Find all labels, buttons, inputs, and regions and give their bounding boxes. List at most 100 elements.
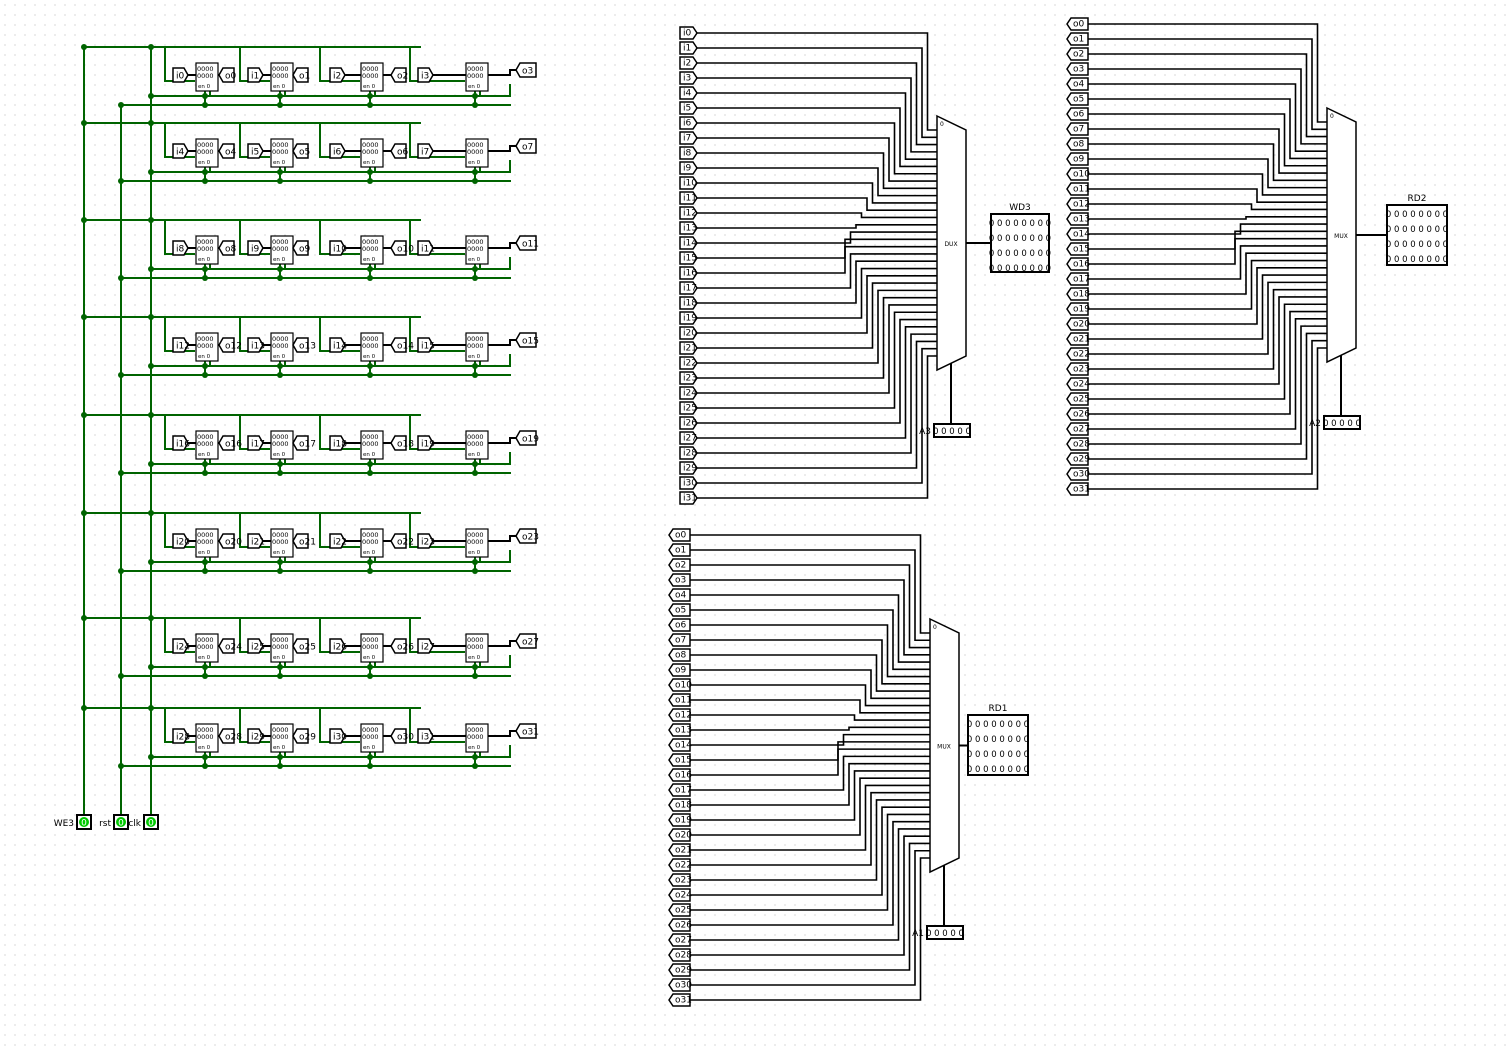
bus-tunnel[interactable]: i2 — [679, 56, 698, 70]
bus-tunnel[interactable]: o25 — [668, 903, 692, 917]
bus-tunnel[interactable]: o31 — [668, 993, 692, 1007]
output-pin[interactable]: 0 0 0 0 0 0 0 00 0 0 0 0 0 0 00 0 0 0 0 … — [1386, 194, 1448, 266]
bus-tunnel[interactable]: o24 — [1066, 377, 1090, 391]
bus-tunnel[interactable]: o23 — [668, 873, 692, 887]
bus-tunnel[interactable]: o17 — [1066, 272, 1090, 286]
output-tunnel[interactable]: o19 — [515, 430, 539, 446]
output-tunnel[interactable]: o15 — [515, 332, 539, 348]
output-tunnel[interactable]: o2 — [390, 67, 408, 83]
bus-tunnel[interactable]: o21 — [668, 843, 692, 857]
output-tunnel[interactable]: o13 — [292, 337, 316, 353]
input-tunnel[interactable]: i3 — [417, 67, 434, 83]
bus-tunnel[interactable]: o27 — [668, 933, 692, 947]
input-tunnel[interactable]: i19 — [417, 435, 435, 451]
input-tunnel[interactable]: i30 — [329, 728, 347, 744]
input-tunnel[interactable]: i13 — [247, 337, 265, 353]
bus-tunnel[interactable]: o24 — [668, 888, 692, 902]
bus-tunnel[interactable]: i11 — [679, 191, 698, 205]
address-pin[interactable]: 0 0 0 0 0A1 — [912, 925, 964, 940]
bus-tunnel[interactable]: i15 — [679, 251, 698, 265]
bus-tunnel[interactable]: o5 — [1066, 92, 1089, 106]
bus-tunnel[interactable]: i1 — [679, 41, 698, 55]
bus-tunnel[interactable]: i21 — [679, 341, 698, 355]
bus-tunnel[interactable]: o14 — [668, 738, 692, 752]
bus-tunnel[interactable]: o20 — [668, 828, 692, 842]
bus-tunnel[interactable]: i9 — [679, 161, 698, 175]
output-tunnel[interactable]: o12 — [218, 337, 242, 353]
output-tunnel[interactable]: o18 — [390, 435, 414, 451]
output-tunnel[interactable]: o8 — [218, 240, 237, 256]
bus-tunnel[interactable]: i0 — [679, 26, 698, 40]
bus-tunnel[interactable]: i4 — [679, 86, 698, 100]
bus-tunnel[interactable]: o1 — [1066, 32, 1089, 46]
bus-tunnel[interactable]: o9 — [1066, 152, 1089, 166]
output-tunnel[interactable]: o0 — [218, 67, 237, 83]
bus-tunnel[interactable]: o10 — [1066, 167, 1090, 181]
output-tunnel[interactable]: o23 — [515, 528, 539, 544]
address-pin[interactable]: 0 0 0 0 0A3 — [919, 423, 971, 438]
input-tunnel[interactable]: i11 — [417, 240, 435, 256]
bus-tunnel[interactable]: i26 — [679, 416, 698, 430]
bus-tunnel[interactable]: i8 — [679, 146, 698, 160]
bus-tunnel[interactable]: o2 — [1066, 47, 1089, 61]
bus-tunnel[interactable]: i10 — [679, 176, 698, 190]
input-tunnel[interactable]: i0 — [172, 67, 189, 83]
bus-tunnel[interactable]: o15 — [1066, 242, 1090, 256]
output-tunnel[interactable]: o1 — [292, 67, 310, 83]
bus-tunnel[interactable]: o30 — [1066, 467, 1090, 481]
bus-tunnel[interactable]: i22 — [679, 356, 698, 370]
bus-tunnel[interactable]: o1 — [668, 543, 691, 557]
bus-tunnel[interactable]: o25 — [1066, 392, 1090, 406]
bus-tunnel[interactable]: i14 — [679, 236, 698, 250]
bus-tunnel[interactable]: o4 — [1066, 77, 1089, 91]
input-tunnel[interactable]: i18 — [329, 435, 347, 451]
bus-tunnel[interactable]: o19 — [1066, 302, 1090, 316]
output-tunnel[interactable]: o24 — [218, 638, 242, 654]
bus-tunnel[interactable]: o6 — [668, 618, 691, 632]
bus-tunnel[interactable]: i17 — [679, 281, 698, 295]
input-tunnel[interactable]: i28 — [172, 728, 190, 744]
input-tunnel[interactable]: i24 — [172, 638, 190, 654]
bus-tunnel[interactable]: o5 — [668, 603, 691, 617]
bus-tunnel[interactable]: o22 — [668, 858, 692, 872]
output-tunnel[interactable]: o20 — [218, 533, 242, 549]
output-tunnel[interactable]: o30 — [390, 728, 414, 744]
output-tunnel[interactable]: o27 — [515, 633, 539, 649]
output-tunnel[interactable]: o14 — [390, 337, 414, 353]
input-tunnel[interactable]: i29 — [247, 728, 265, 744]
bus-tunnel[interactable]: o29 — [668, 963, 692, 977]
output-tunnel[interactable]: o11 — [515, 235, 539, 251]
bus-tunnel[interactable]: o15 — [668, 753, 692, 767]
input-tunnel[interactable]: i9 — [247, 240, 264, 256]
bus-tunnel[interactable]: o18 — [1066, 287, 1090, 301]
bus-tunnel[interactable]: i12 — [679, 206, 698, 220]
bus-tunnel[interactable]: o6 — [1066, 107, 1089, 121]
bus-tunnel[interactable]: o31 — [1066, 482, 1090, 496]
bus-tunnel[interactable]: o9 — [668, 663, 691, 677]
bus-tunnel[interactable]: o13 — [668, 723, 692, 737]
bus-tunnel[interactable]: i13 — [679, 221, 698, 235]
